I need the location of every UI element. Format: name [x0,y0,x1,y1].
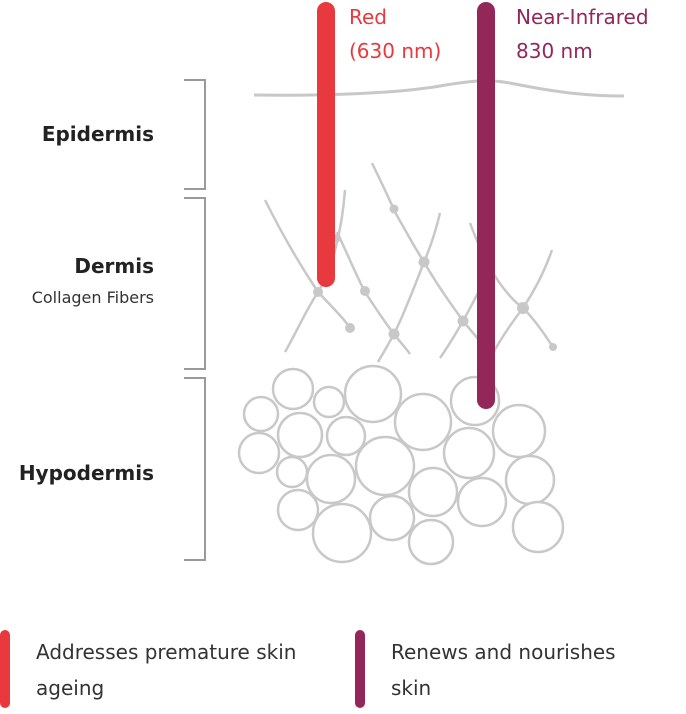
red-light-wavelength: (630 nm) [349,39,442,63]
hypodermis-label: Hypodermis [18,461,154,485]
layer-brackets [184,79,206,561]
fat-cells [237,364,565,566]
near-infrared-legend-swatch [355,630,365,708]
near-infrared-legend-text: Renews and nourishes skin [391,634,616,706]
near-infrared-legend-line1: Renews and nourishes [391,640,616,664]
collagen-fibers-label: Collagen Fibers [31,288,154,307]
red-light-name: Red [349,5,387,29]
dermis-label: Dermis [74,254,154,278]
red-legend-line2: ageing [36,676,105,700]
red-legend-swatch [0,630,10,708]
legend-item-near-infrared: Renews and nourishes skin [355,630,616,708]
near-infrared-wavelength: 830 nm [516,39,593,63]
epidermis-bracket [184,79,206,190]
legend-item-red: Addresses premature skin ageing [0,630,296,708]
dermis-bracket [184,197,206,370]
red-legend-line1: Addresses premature skin [36,640,297,664]
collagen-fibers [263,162,555,363]
hypodermis-bracket [184,377,206,561]
near-infrared-name: Near-Infrared [516,5,649,29]
red-legend-text: Addresses premature skin ageing [36,634,296,706]
epidermis-label: Epidermis [41,122,154,146]
collagen-nodes [313,204,557,351]
near-infrared-legend-line2: skin [391,676,432,700]
near-infrared-label: Near-Infrared 830 nm [516,0,649,68]
skin-surface-line [253,79,625,98]
red-light-label: Red (630 nm) [349,0,441,68]
